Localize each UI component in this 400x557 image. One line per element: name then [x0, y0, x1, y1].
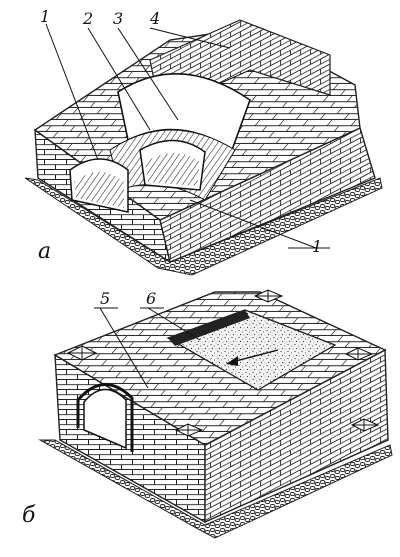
firebox-left-fill — [74, 172, 124, 208]
kiln-open-view: 1 2 3 4 1 а — [24, 7, 383, 276]
corner-marker — [344, 347, 374, 361]
leader-1b — [189, 199, 317, 249]
corner-marker — [174, 423, 204, 437]
callout-5: 5 — [100, 289, 110, 308]
front-arch-ring — [76, 383, 134, 452]
firebox-right-fill — [145, 153, 200, 186]
front-arch-opening — [83, 388, 127, 450]
callout-3: 3 — [113, 9, 123, 28]
kiln-closed-view: 5 6 б — [22, 289, 393, 539]
callout-1-top: 1 — [40, 7, 50, 26]
leader-5 — [99, 307, 149, 389]
callout-1-bottom: 1 — [312, 237, 322, 256]
leader-4 — [149, 27, 231, 49]
callout-4: 4 — [149, 9, 160, 28]
leader-6 — [147, 307, 201, 341]
flow-arrow-head — [226, 356, 238, 366]
rubble-base-top — [24, 177, 383, 276]
leader-2 — [87, 27, 151, 131]
callout-6: 6 — [146, 289, 156, 308]
panel-letter-b: б — [22, 503, 36, 528]
corner-marker — [253, 289, 284, 303]
clay-cover-dark-edge — [168, 310, 250, 346]
leader-1a — [45, 23, 99, 161]
corner-marker — [66, 345, 98, 361]
leader-3 — [117, 27, 179, 121]
panel-letter-a: а — [38, 239, 51, 264]
callout-2: 2 — [82, 9, 93, 28]
rubble-base-bottom — [38, 439, 393, 539]
flow-arrow — [231, 349, 279, 363]
corner-marker — [350, 418, 380, 432]
